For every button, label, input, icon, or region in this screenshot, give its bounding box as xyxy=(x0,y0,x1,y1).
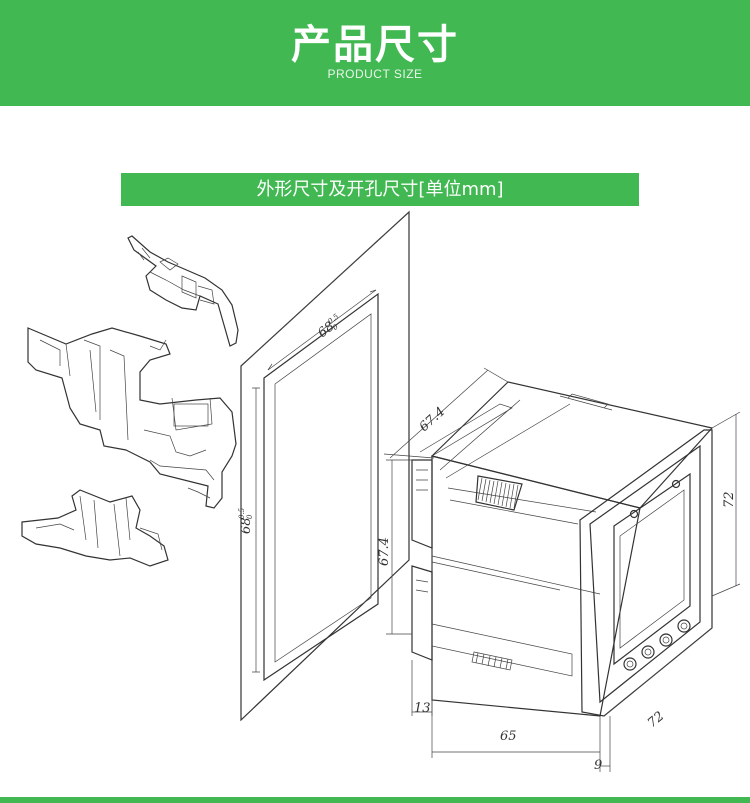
panel-cutout xyxy=(263,292,379,682)
header-banner: 产品尺寸 PRODUCT SIZE xyxy=(0,0,750,106)
page-title: 产品尺寸 xyxy=(291,22,459,68)
cutout-height-label: 68 xyxy=(239,517,254,534)
body-height-side-label: 67.4 xyxy=(377,537,392,566)
mounting-clip-top xyxy=(127,235,239,347)
footer-rule xyxy=(0,797,750,803)
panel-plate xyxy=(240,210,410,722)
body-width-top-label: 67.4 xyxy=(417,404,449,435)
meter-front-bezel xyxy=(579,429,713,717)
display-window xyxy=(613,472,691,666)
page-subtitle: PRODUCT SIZE xyxy=(327,67,423,81)
indicator-led-1 xyxy=(629,509,639,519)
indicator-led-2 xyxy=(671,479,681,489)
meter-body xyxy=(411,381,714,717)
front-width-label: 72 xyxy=(645,709,667,731)
vent-grille-top xyxy=(475,475,523,511)
front-buttons xyxy=(623,619,691,671)
cutout-width-tol-lower: 0 xyxy=(331,323,340,332)
cutout-height-tol-lower: 0 xyxy=(246,514,254,519)
mounting-clip-bottom xyxy=(21,489,169,567)
cutout-height-tol-upper: 0.5 xyxy=(238,507,246,519)
mounting-clip-middle xyxy=(27,327,237,509)
front-height-label: 72 xyxy=(722,491,737,508)
depth-front-label: 9 xyxy=(594,758,602,773)
depth-body-label: 65 xyxy=(500,729,517,744)
section-title: 外形尺寸及开孔尺寸[单位mm] xyxy=(121,173,639,206)
depth-rear-label: 13 xyxy=(414,701,431,716)
